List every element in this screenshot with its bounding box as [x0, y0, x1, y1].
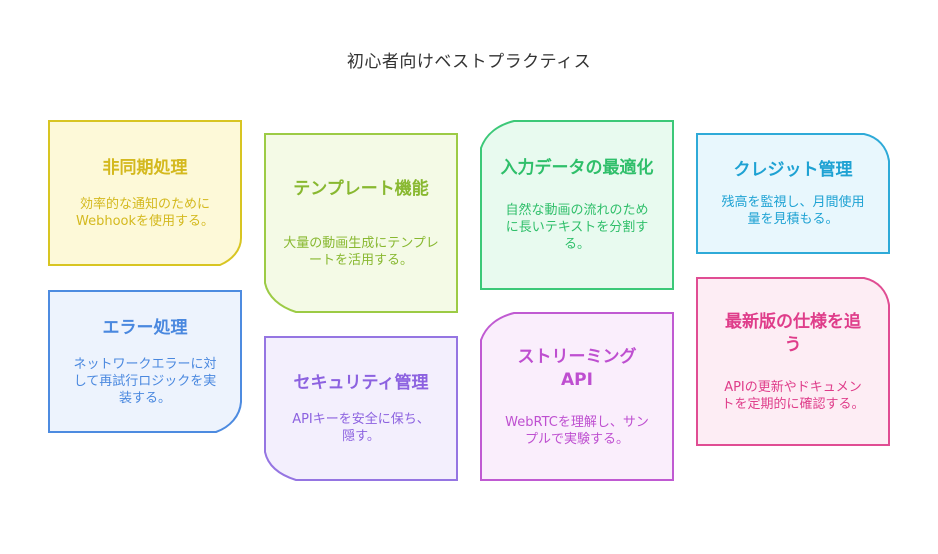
note-async-processing: 非同期処理 効率的な通知のためにWebhookを使用する。: [48, 120, 242, 266]
note-shape: [480, 120, 674, 290]
note-error-handling: エラー処理 ネットワークエラーに対して再試行ロジックを実装する。: [48, 290, 242, 433]
note-shape: [696, 133, 890, 254]
note-title: セキュリティ管理: [293, 373, 429, 393]
diagram-title: 初心者向けベストプラクティス: [346, 52, 592, 72]
note-input-optimization: 入力データの最適化 自然な動画の流れのために長いテキストを分割する。: [480, 120, 674, 290]
note-title: エラー処理: [102, 317, 188, 338]
note-shape: [264, 133, 458, 313]
note-title: 最新版の仕様を追う: [725, 311, 861, 355]
note-description: 大量の動画生成にテンプレートを活用する。: [283, 235, 439, 268]
note-title: テンプレート機能: [293, 178, 429, 199]
note-description: 効率的な通知のためにWebhookを使用する。: [75, 196, 215, 229]
note-shape: [480, 312, 674, 481]
note-latest-spec: 最新版の仕様を追う APIの更新やドキュメントを定期的に確認する。: [696, 277, 890, 446]
note-description: APIキーを安全に保ち、隠す。: [292, 412, 430, 444]
note-description: WebRTCを理解し、サンプルで実験する。: [505, 414, 649, 447]
note-shape: [264, 336, 458, 481]
note-security-management: セキュリティ管理 APIキーを安全に保ち、隠す。: [264, 336, 458, 481]
note-description: 自然な動画の流れのために長いテキストを分割する。: [505, 203, 649, 252]
note-description: ネットワークエラーに対して再試行ロジックを実装する。: [73, 356, 217, 406]
note-shape: [48, 120, 242, 266]
note-shape: [48, 290, 242, 433]
note-credit-management: クレジット管理 残高を監視し、月間使用量を見積もる。: [696, 133, 890, 254]
note-shape: [696, 277, 890, 446]
note-title: 入力データの最適化: [500, 158, 654, 178]
note-title: ストリーミングAPI: [517, 346, 637, 390]
note-description: APIの更新やドキュメントを定期的に確認する。: [721, 379, 865, 412]
note-streaming-api: ストリーミングAPI WebRTCを理解し、サンプルで実験する。: [480, 312, 674, 481]
note-template-feature: テンプレート機能 大量の動画生成にテンプレートを活用する。: [264, 133, 458, 313]
note-title: クレジット管理: [733, 160, 853, 180]
note-description: 残高を監視し、月間使用量を見積もる。: [721, 195, 865, 227]
note-title: 非同期処理: [102, 157, 188, 178]
